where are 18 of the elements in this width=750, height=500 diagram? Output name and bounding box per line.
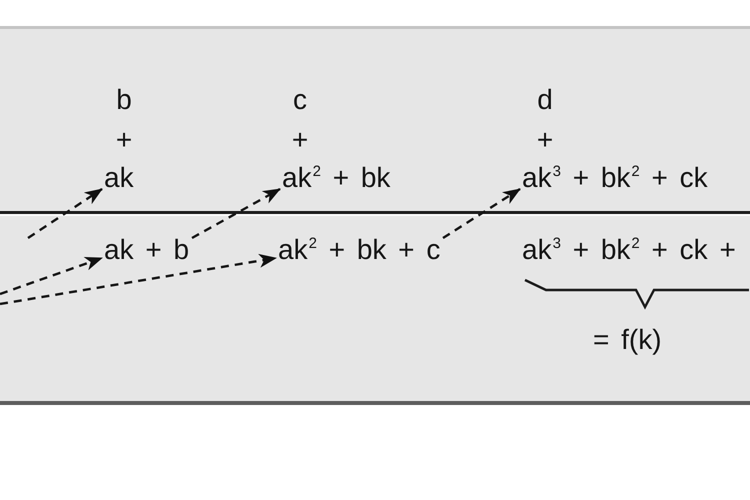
coefficient-label: d (537, 86, 553, 114)
plus-sign: + (292, 126, 308, 154)
plus-sign: + (116, 126, 132, 154)
expression-text: ak (104, 164, 134, 192)
coefficient-label: b (116, 86, 132, 114)
dashed-arrow (0, 256, 103, 296)
dashed-arrow (27, 188, 103, 239)
coefficient-label: c (293, 86, 307, 114)
expression-text: ak + b (104, 236, 190, 264)
dashed-arrow (0, 254, 277, 306)
expression-text: ak$^{2}$ + bk (282, 164, 390, 192)
result-label: = f(k) (593, 326, 662, 354)
dashed-arrow (442, 188, 521, 240)
expression-text: ak$^{2}$ + bk + c (278, 236, 440, 264)
expression-text: ak$^{3}$ + bk$^{2}$ + ck (522, 164, 708, 192)
expression-text: ak$^{3}$ + bk$^{2}$ + ck + (522, 236, 736, 264)
dashed-arrow (191, 188, 281, 240)
plus-sign: + (536, 126, 554, 154)
